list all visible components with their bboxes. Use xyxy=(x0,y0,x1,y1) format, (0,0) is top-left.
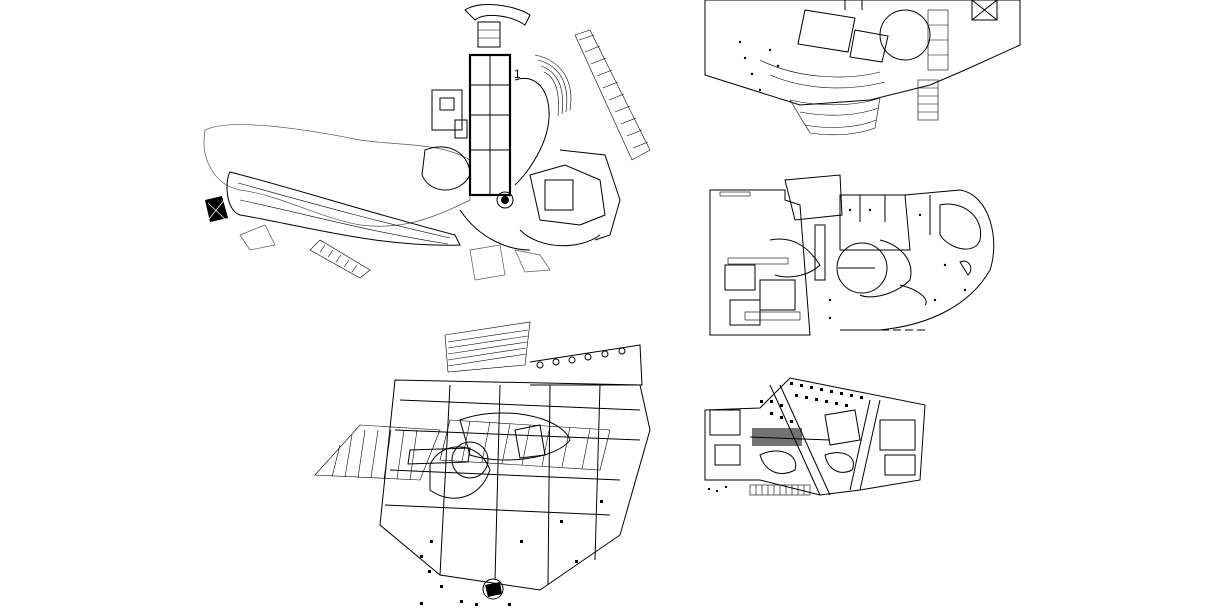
plan-e-floor-plan xyxy=(704,377,926,496)
plan-a-floor-plan: 1 xyxy=(203,4,651,281)
plan-a-ramp-hatch xyxy=(574,29,651,161)
plan-a-label: 1 xyxy=(514,67,521,81)
plan-d-hatch xyxy=(444,321,531,373)
plan-c-floor-plan xyxy=(709,174,995,336)
plan-d-floor-plan xyxy=(314,321,651,606)
plan-b-floor-plan xyxy=(704,0,1021,136)
